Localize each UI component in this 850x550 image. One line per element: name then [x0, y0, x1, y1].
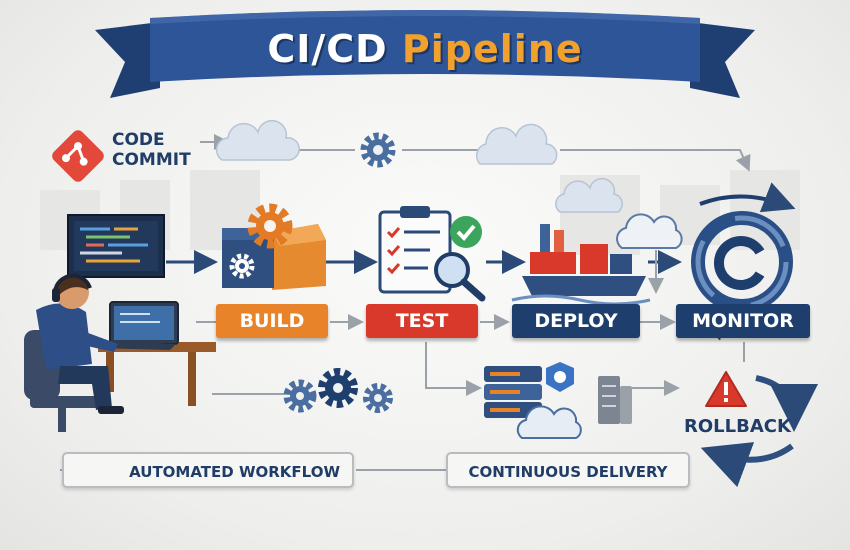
stage-build[interactable]: BUILD [216, 304, 328, 338]
stage-monitor[interactable]: MONITOR [676, 304, 810, 338]
automated-workflow-pill: AUTOMATED WORKFLOW [62, 452, 354, 488]
cloud-icon [475, 123, 558, 165]
stage-test[interactable]: TEST [366, 304, 478, 338]
title-word-2: Pipeline [401, 27, 583, 71]
code-commit-line-2: COMMIT [112, 150, 191, 170]
continuous-delivery-label: CONTINUOUS DELIVERY [468, 463, 668, 481]
rollback-label: ROLLBACK [684, 416, 791, 437]
stage-deploy[interactable]: DEPLOY [512, 304, 640, 338]
refresh-icon [700, 375, 818, 488]
cloud-icon [516, 405, 582, 439]
gear-icon [360, 132, 396, 168]
cloud-icon [555, 177, 623, 213]
automated-workflow-label: AUTOMATED WORKFLOW [129, 463, 340, 481]
gear-icon [363, 383, 393, 413]
server-icon [484, 366, 542, 418]
git-icon [52, 130, 104, 182]
gear-icon [318, 368, 358, 408]
cloud-icon [215, 120, 300, 161]
code-commit-label: CODE COMMIT [112, 130, 191, 170]
network-icon [546, 362, 574, 392]
warning-icon [705, 371, 747, 407]
top-flow [200, 134, 751, 172]
gear-icon [283, 379, 317, 413]
server-icon [598, 376, 632, 424]
package-icon [222, 203, 326, 290]
magnifier-icon [434, 252, 486, 302]
secondary-flow [60, 314, 745, 471]
code-monitor-icon [67, 214, 165, 278]
ship-icon [511, 224, 651, 306]
cloud-icon [616, 213, 683, 249]
title-banner [95, 10, 755, 98]
code-commit-line-1: CODE [112, 130, 165, 150]
checklist-icon [378, 206, 482, 294]
title-word-1: CI/CD [267, 27, 388, 71]
developer-icon [24, 273, 216, 432]
page-title: CI/CD Pipeline [180, 24, 670, 74]
continuous-delivery-pill: CONTINUOUS DELIVERY [446, 452, 690, 488]
